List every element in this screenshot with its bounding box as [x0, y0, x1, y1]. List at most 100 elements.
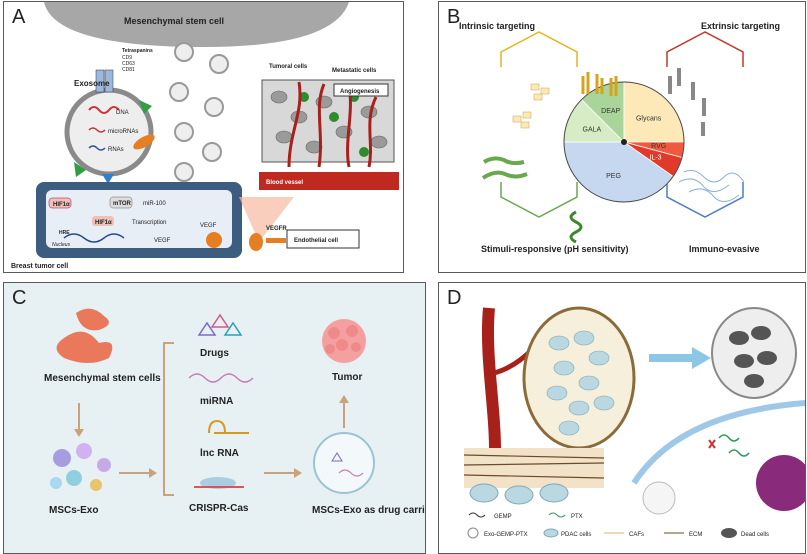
panel-d: GEMP PTX Exo-GEMP-PTX PDAC cells CAFs EC… [438, 282, 806, 554]
panel-c: Mesenchymal stem cells MSCs-Exo Drugs mi… [3, 282, 426, 554]
svg-text:Transcription: Transcription [132, 220, 166, 226]
mscs-exo-label: MSCs-Exo [49, 505, 98, 516]
svg-text:Blood vessel: Blood vessel [266, 180, 303, 186]
panel-c-figure: Mesenchymal stem cells MSCs-Exo Drugs mi… [44, 308, 425, 516]
wheel-center [621, 139, 627, 145]
svg-text:PTX: PTX [571, 514, 583, 520]
gala-helix [569, 210, 583, 244]
msc-cell [44, 2, 349, 47]
drug-icons [197, 313, 243, 336]
panel-d-figure: GEMP PTX Exo-GEMP-PTX PDAC cells CAFs EC… [463, 306, 805, 539]
wheel-label-gala: GALA [583, 127, 602, 134]
panel-a-figure: Mesenchymal stem cell Exosome Tetraspani… [11, 2, 399, 270]
inhibition-mark [708, 439, 716, 449]
svg-text:HIF1α: HIF1α [53, 202, 70, 208]
wheel-label-deap: DEAP [601, 108, 620, 115]
extrinsic-ligands [668, 68, 706, 136]
svg-text:Metastatic cells: Metastatic cells [332, 68, 377, 74]
drug-carrier-exosome [313, 432, 375, 494]
svg-text:Breast tumor cell: Breast tumor cell [11, 263, 68, 270]
svg-text:Tetraspanins: Tetraspanins [122, 48, 153, 54]
panel-c-letter: C [12, 287, 27, 309]
microrna-strand [88, 127, 106, 133]
mirna-strand [188, 373, 254, 383]
glycan-decorations [512, 83, 550, 129]
svg-text:mTOR: mTOR [113, 201, 132, 207]
intrinsic-label: Intrinsic targeting [459, 21, 535, 31]
intrinsic-bracket [500, 31, 578, 67]
svg-text:HRE: HRE [59, 230, 70, 236]
peg-chains [678, 169, 745, 202]
svg-text:CAFs: CAFs [629, 532, 644, 538]
ptx-molecules [718, 434, 750, 457]
drugs-label: Drugs [200, 348, 229, 359]
small-exosomes [169, 42, 229, 182]
panel-b: Intrinsic targeting Extrinsic targeting … [438, 1, 806, 273]
exosome-label: Exosome [74, 79, 110, 88]
mscs-exo-vesicles [50, 443, 111, 491]
vegf-molecule [206, 232, 222, 248]
rna-strand [88, 145, 106, 151]
tetraspanin-protein [95, 69, 105, 93]
svg-text:Dead cells: Dead cells [741, 532, 769, 538]
msc-cells-illustration [56, 308, 113, 363]
svg-text:Nucleus: Nucleus [52, 242, 71, 248]
endothelial-cell-box [286, 229, 360, 249]
immuno-bracket [666, 182, 744, 218]
panel-a: Mesenchymal stem cell Exosome Tetraspani… [3, 1, 404, 273]
crispr-label: CRISPR-Cas [189, 503, 249, 514]
dead-tumor [711, 307, 797, 399]
blood-vessel [259, 172, 399, 190]
pdac-cells [546, 330, 615, 436]
carriers-label: MSCs-Exo as drug carriers [312, 505, 425, 516]
nucleus-d [756, 455, 805, 511]
tumor-illustration [322, 319, 366, 363]
svg-text:ECM: ECM [689, 532, 702, 538]
mirna-label: miRNA [200, 396, 233, 407]
msc-label: Mesenchymal stem cell [124, 16, 224, 26]
cargo-bracket [163, 342, 174, 496]
svg-text:CD81: CD81 [122, 67, 135, 73]
stroma-ecm [464, 448, 604, 488]
wheel-label-il3: IL-3 [650, 155, 662, 162]
stimuli-bracket [500, 182, 578, 218]
svg-text:Exo-GEMP-PTX: Exo-GEMP-PTX [484, 532, 528, 538]
immuno-label: Immuno-evasive [689, 244, 760, 254]
svg-text:GEMP: GEMP [494, 514, 512, 520]
svg-text:Tumoral cells: Tumoral cells [269, 64, 308, 70]
svg-text:VEGF: VEGF [154, 238, 171, 244]
panel-d-letter: D [447, 287, 462, 309]
panel-b-figure: Intrinsic targeting Extrinsic targeting … [459, 21, 780, 254]
svg-text:CD9: CD9 [122, 55, 132, 61]
wheel-label-glycans: Glycans [636, 115, 662, 122]
svg-text:VEGFR: VEGFR [266, 226, 287, 232]
svg-text:CD63: CD63 [122, 61, 135, 67]
panel-a-letter: A [12, 6, 26, 28]
tumor-label: Tumor [332, 372, 362, 383]
svg-text:Endothelial cell: Endothelial cell [294, 238, 338, 244]
wheel-label-peg: PEG [606, 173, 621, 180]
wheel-label-rvg: RVG [651, 143, 666, 150]
extrinsic-bracket [666, 31, 744, 67]
legend-d: GEMP PTX Exo-GEMP-PTX PDAC cells CAFs EC… [467, 512, 769, 539]
svg-text:Angiogenesis: Angiogenesis [340, 89, 380, 95]
angiogenic-vessels [287, 81, 378, 168]
extrinsic-label: Extrinsic targeting [701, 21, 780, 31]
svg-text:VEGF: VEGF [200, 223, 217, 229]
svg-text:RNAs: RNAs [108, 147, 124, 153]
svg-text:microRNAs: microRNAs [108, 129, 138, 135]
cell-membrane [631, 400, 805, 485]
svg-text:HIF1α: HIF1α [95, 220, 112, 226]
svg-text:PDAC cells: PDAC cells [561, 532, 591, 538]
deap-chains [481, 156, 528, 180]
svg-text:miR-100: miR-100 [143, 201, 166, 207]
panel-b-letter: B [447, 6, 461, 28]
dna-strand [88, 106, 120, 114]
dead-cells [729, 326, 777, 388]
lncrna-label: lnc RNA [200, 448, 239, 459]
stimuli-label: Stimuli-responsive (pH sensitivity) [481, 244, 629, 254]
wheel-slice-glycans [623, 81, 685, 143]
msc-label-c: Mesenchymal stem cells [44, 373, 161, 384]
integrin-receptors [581, 72, 618, 96]
